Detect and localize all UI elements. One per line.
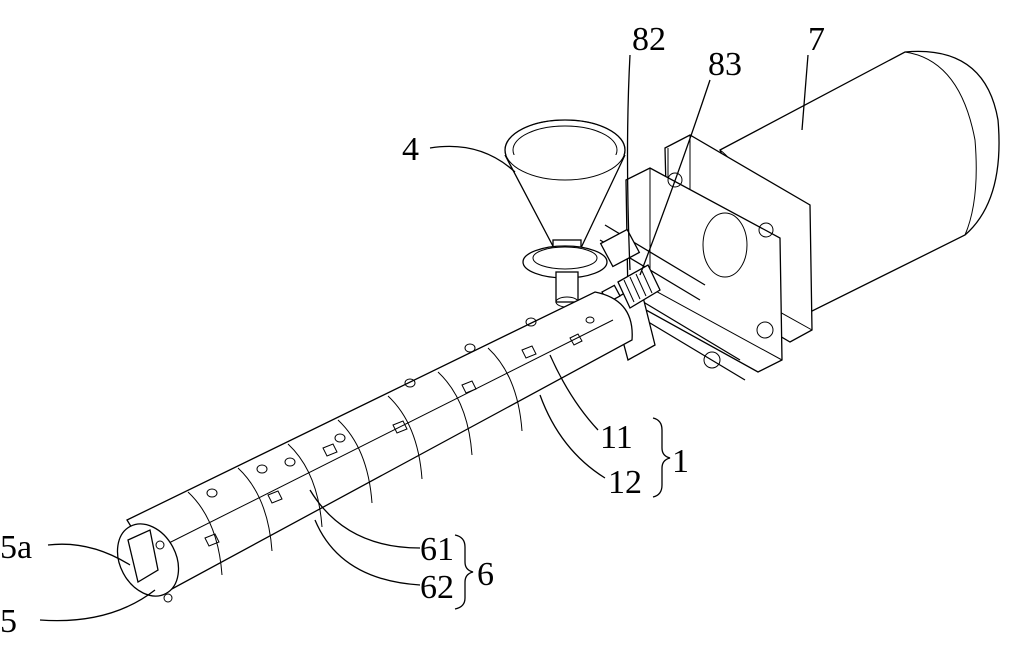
leader-5a [47, 543, 131, 566]
leader-5 [39, 589, 156, 622]
label-62: 62 [420, 569, 454, 606]
brace-6 [454, 534, 474, 610]
label-5a: 5a [0, 529, 32, 566]
label-7: 7 [808, 21, 825, 58]
leader-82 [626, 54, 631, 271]
brace-1 [652, 417, 671, 498]
leader-7 [801, 54, 809, 131]
extruder-barrel [116, 291, 633, 603]
reference-numerals: 82 83 7 4 11 12 1 5a 5 61 62 6 [0, 21, 825, 640]
label-1: 1 [672, 443, 689, 480]
label-12: 12 [608, 464, 642, 501]
leader-62 [314, 519, 421, 586]
leader-lines [39, 54, 809, 622]
leader-4 [429, 145, 516, 173]
leader-83 [639, 79, 711, 276]
label-6: 6 [477, 556, 494, 593]
leader-12 [539, 394, 606, 479]
leader-61 [309, 489, 421, 549]
label-83: 83 [708, 46, 742, 83]
hopper [504, 119, 626, 308]
label-61: 61 [420, 531, 454, 568]
label-4: 4 [402, 131, 419, 168]
motor-flange [625, 134, 813, 373]
leader-11 [549, 354, 599, 431]
label-5: 5 [0, 603, 17, 640]
label-82: 82 [632, 21, 666, 58]
label-11: 11 [600, 419, 633, 456]
